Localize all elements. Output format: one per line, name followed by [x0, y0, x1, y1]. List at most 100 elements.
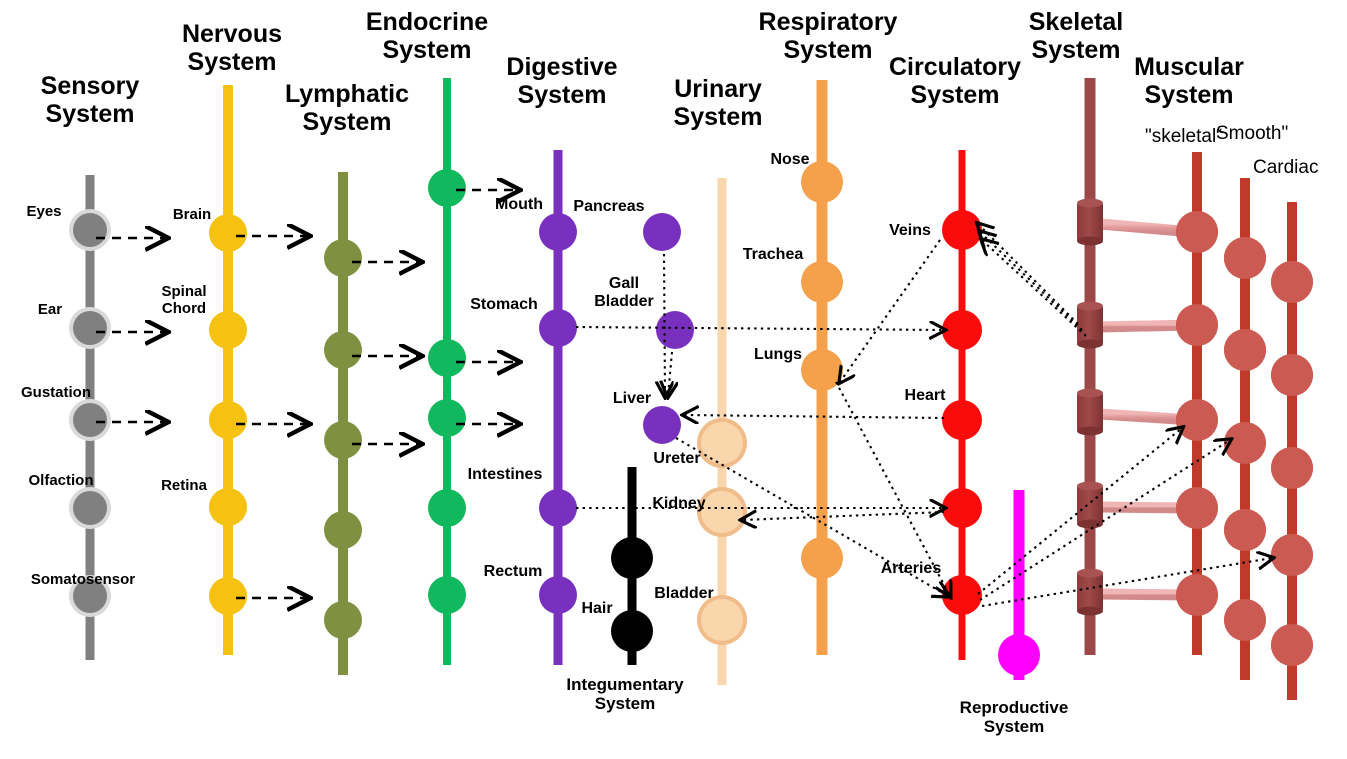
muscle-belly — [1271, 447, 1313, 489]
node-reproductive-0[interactable] — [998, 634, 1040, 676]
muscle-belly — [1176, 304, 1218, 346]
title-circulatory: Circulatory System — [889, 53, 1021, 109]
label-sensory-2: Gustation — [21, 384, 91, 401]
node-nervous-0[interactable] — [209, 214, 247, 252]
title-reproductive: Reproductive System — [959, 698, 1069, 737]
title-sensory: Sensory System — [40, 72, 140, 128]
node-respiratory-1[interactable] — [801, 261, 843, 303]
title-urinary: Urinary System — [673, 75, 763, 131]
skeletal-joint-cap — [1077, 198, 1103, 208]
node-lymphatic-1[interactable] — [324, 331, 362, 369]
node-endocrine-2[interactable] — [428, 399, 466, 437]
skeletal-joint — [1077, 200, 1103, 244]
muscular-subtype-0: "skeletal“ — [1145, 126, 1223, 147]
dotted-links-group — [575, 224, 1272, 608]
muscle-belly — [1176, 399, 1218, 441]
node-circulatory-3[interactable] — [942, 488, 982, 528]
node-digestive-3[interactable] — [539, 576, 577, 614]
skeletal-joints-group — [1077, 198, 1103, 616]
muscle-belly — [1224, 509, 1266, 551]
node-sensory-4[interactable] — [73, 579, 107, 613]
node-digestive-0[interactable] — [539, 213, 577, 251]
muscle-belly — [1224, 599, 1266, 641]
node-lymphatic-2[interactable] — [324, 421, 362, 459]
skeletal-joint-cap — [1077, 481, 1103, 491]
label-sensory-1: Ear — [37, 301, 63, 318]
label-respiratory-0: Nose — [770, 151, 810, 168]
title-skeletal: Skeletal System — [1028, 8, 1124, 64]
node-integumentary-1[interactable] — [611, 610, 653, 652]
node-circulatory-4[interactable] — [942, 575, 982, 615]
node-sensory-3[interactable] — [73, 491, 107, 525]
skeletal-joint-cap — [1077, 519, 1103, 529]
title-digestive: Digestive System — [506, 53, 618, 109]
node-integumentary-0[interactable] — [611, 537, 653, 579]
node-digestive-2[interactable] — [539, 489, 577, 527]
dashed-arrows-group — [96, 190, 518, 598]
label-digestive-3: Rectum — [483, 563, 543, 580]
label-satellite-2: Liver — [612, 390, 652, 407]
skeletal-joint — [1077, 303, 1103, 347]
skeletal-joint-cap — [1077, 301, 1103, 311]
node-nervous-4[interactable] — [209, 577, 247, 615]
label-circulatory-2: Heart — [904, 387, 946, 404]
node-circulatory-2[interactable] — [942, 400, 982, 440]
dotted-link-circ-to-kidney — [742, 512, 945, 520]
muscle-belly — [1271, 534, 1313, 576]
organ-nodes-group — [69, 161, 1313, 676]
skeletal-joint — [1077, 570, 1103, 614]
dotted-link-lungs-to-veins — [840, 239, 941, 382]
node-urinary-0[interactable] — [701, 422, 743, 464]
title-nervous: Nervous System — [181, 20, 283, 76]
node-endocrine-3[interactable] — [428, 489, 466, 527]
node-endocrine-1[interactable] — [428, 339, 466, 377]
muscle-belly — [1176, 487, 1218, 529]
satellite-digestive-2[interactable] — [643, 406, 681, 444]
node-endocrine-0[interactable] — [428, 169, 466, 207]
node-nervous-3[interactable] — [209, 488, 247, 526]
node-respiratory-0[interactable] — [801, 161, 843, 203]
label-nervous-0: Brain — [172, 206, 212, 223]
label-urinary-1: Kidney — [652, 495, 706, 512]
node-respiratory-2[interactable] — [801, 349, 843, 391]
node-circulatory-0[interactable] — [942, 210, 982, 250]
muscle-belly — [1224, 329, 1266, 371]
satellite-digestive-1[interactable] — [656, 311, 694, 349]
skeletal-joint-cap — [1077, 606, 1103, 616]
node-lymphatic-4[interactable] — [324, 601, 362, 639]
dotted-link-skel2-to-veins — [980, 232, 1083, 331]
skeletal-joint-cap — [1077, 568, 1103, 578]
dotted-link-lungs-to-arteries — [835, 381, 950, 596]
node-digestive-1[interactable] — [539, 309, 577, 347]
label-respiratory-2: Lungs — [754, 346, 802, 363]
node-circulatory-1[interactable] — [942, 310, 982, 350]
node-endocrine-4[interactable] — [428, 576, 466, 614]
node-urinary-2[interactable] — [701, 599, 743, 641]
node-lymphatic-3[interactable] — [324, 511, 362, 549]
node-nervous-2[interactable] — [209, 401, 247, 439]
node-nervous-1[interactable] — [209, 311, 247, 349]
label-sensory-4: Somatosensor — [30, 571, 136, 588]
label-digestive-2: Intestines — [467, 466, 543, 483]
dotted-link-stomach — [575, 327, 944, 330]
label-satellite-1: Gall Bladder — [594, 275, 654, 310]
node-urinary-1[interactable] — [701, 491, 743, 533]
node-sensory-1[interactable] — [73, 311, 107, 345]
muscle-belly — [1176, 211, 1218, 253]
label-sensory-0: Eyes — [26, 203, 62, 220]
node-lymphatic-0[interactable] — [324, 239, 362, 277]
title-endocrine: Endocrine System — [365, 8, 489, 64]
node-respiratory-3[interactable] — [801, 537, 843, 579]
skeletal-joint-cap — [1077, 426, 1103, 436]
muscle-belly — [1271, 261, 1313, 303]
title-integumentary: Integumentary System — [566, 675, 684, 714]
label-respiratory-1: Trachea — [742, 246, 804, 263]
node-sensory-2[interactable] — [73, 403, 107, 437]
muscle-belly — [1271, 354, 1313, 396]
skeletal-joint — [1077, 390, 1103, 434]
label-digestive-1: Stomach — [470, 296, 538, 313]
satellite-digestive-0[interactable] — [643, 213, 681, 251]
label-satellite-0: Pancreas — [573, 198, 645, 215]
